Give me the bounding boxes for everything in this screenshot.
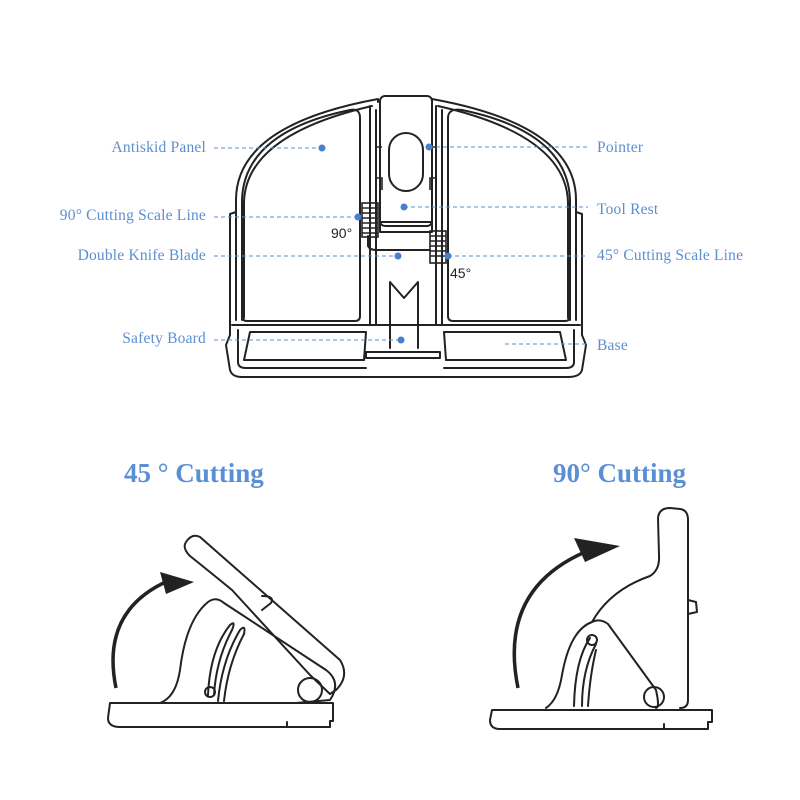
pointer-slider [379,95,433,227]
label-antiskid-panel: Antiskid Panel [111,139,206,156]
scale-90-marks [361,202,379,238]
label-safety-board: Safety Board [122,330,206,347]
label-base: Base [597,337,628,354]
side-view-90 [489,507,713,730]
antiskid-panel-right [447,108,571,322]
title-45-cutting: 45 ° Cutting [124,458,264,488]
double-knife-blade [389,281,419,349]
scale-45-label: 45° [450,265,471,281]
label-45-cutting-scale-line: 45° Cutting Scale Line [597,247,744,264]
label-double-knife-blade: Double Knife Blade [77,247,206,264]
scale-45-marks [429,230,447,264]
title-90-cutting: 90° Cutting [553,458,687,488]
sharpener-top-view: 90° 45° [225,95,587,378]
safety-board-left [243,331,367,361]
side-view-45 [107,534,346,728]
scale-90-label: 90° [331,225,352,241]
leader-lines [214,143,588,345]
label-pointer: Pointer [597,139,644,156]
safety-board-right [443,331,567,361]
antiskid-panel-left [241,108,361,322]
label-90-cutting-scale-line: 90° Cutting Scale Line [59,207,206,224]
pointer-window [388,132,424,192]
label-tool-rest: Tool Rest [597,201,659,218]
